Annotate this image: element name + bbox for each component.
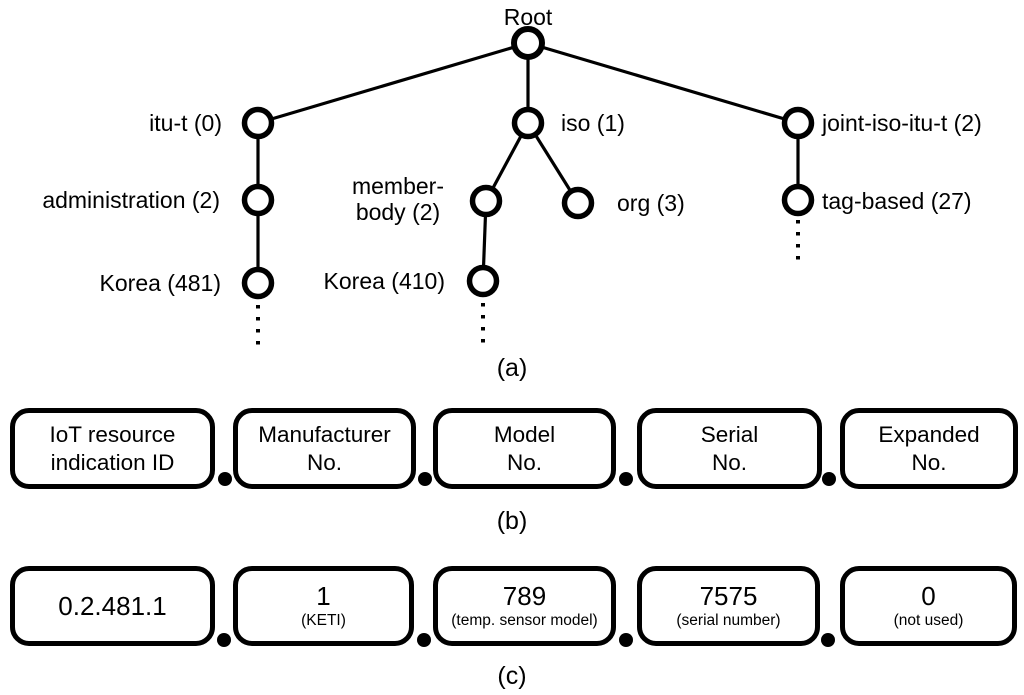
node-label-korea410: Korea (410) xyxy=(324,268,445,294)
field-box-manufacturer-no: Manufacturer No. xyxy=(233,408,416,489)
caption-b: (b) xyxy=(496,507,528,535)
caption-a: (a) xyxy=(496,354,528,382)
field-box-serial-no: Serial No. xyxy=(637,408,822,489)
field-box-line: Model xyxy=(493,421,556,447)
node-label-member-body-line2: body (2) xyxy=(356,199,440,225)
node-korea410 xyxy=(466,264,500,298)
dot-separator xyxy=(218,472,232,486)
node-root xyxy=(511,26,545,60)
value-box-value: 0.2.481.1 xyxy=(58,590,167,621)
tree-node-labels: Root itu-t (0) iso (1) joint-iso-itu-t (… xyxy=(42,4,981,296)
node-member-body xyxy=(469,184,503,218)
value-box-note: (not used) xyxy=(893,611,964,629)
field-box-line: No. xyxy=(911,449,947,475)
dot-separator xyxy=(619,633,633,647)
node-label-root: Root xyxy=(504,4,553,30)
node-label-joint-iso-itu-t: joint-iso-itu-t (2) xyxy=(821,110,982,136)
field-box-line: IoT resource xyxy=(49,421,176,447)
value-box-note: (temp. sensor model) xyxy=(451,611,598,629)
node-label-korea481: Korea (481) xyxy=(100,270,221,296)
node-itu-t xyxy=(241,106,275,140)
node-label-org: org (3) xyxy=(617,190,685,216)
node-label-administration: administration (2) xyxy=(42,187,220,213)
node-administration xyxy=(241,183,275,217)
dot-separator xyxy=(217,633,231,647)
tree-edges xyxy=(256,41,800,283)
node-tag-based xyxy=(781,183,815,217)
field-box-model-no: Model No. xyxy=(433,408,616,489)
value-box-serial: 7575 (serial number) xyxy=(637,566,820,646)
dot-separator xyxy=(418,472,432,486)
value-box-expanded: 0 (not used) xyxy=(840,566,1017,646)
oid-tree-diagram: Root itu-t (0) iso (1) joint-iso-itu-t (… xyxy=(42,4,982,348)
node-org xyxy=(561,186,595,220)
dot-separator xyxy=(619,472,633,486)
tree-continuation-dots xyxy=(256,220,800,348)
value-box-note: (KETI) xyxy=(301,611,346,629)
node-korea481 xyxy=(241,266,275,300)
dot-separator xyxy=(822,472,836,486)
node-joint-iso-itu-t xyxy=(781,106,815,140)
field-box-line: Manufacturer xyxy=(258,421,391,447)
value-box-value: 1 xyxy=(316,580,331,611)
value-box-note: (serial number) xyxy=(676,611,781,629)
field-box-line: Serial xyxy=(700,421,759,447)
value-box-model: 789 (temp. sensor model) xyxy=(433,566,616,646)
value-box-oid: 0.2.481.1 xyxy=(10,566,215,646)
edge-root-joint-iso-itu-t xyxy=(527,41,799,125)
field-box-expanded-no: Expanded No. xyxy=(840,408,1018,489)
value-box-value: 789 xyxy=(502,580,547,611)
field-box-line: No. xyxy=(306,449,342,475)
edge-root-itu-t xyxy=(257,41,529,125)
field-box-iot-resource-id: IoT resource indication ID xyxy=(10,408,215,489)
node-label-tag-based: tag-based (27) xyxy=(822,188,972,214)
tree-nodes xyxy=(241,26,815,300)
node-label-iso: iso (1) xyxy=(561,110,625,136)
value-box-value: 0 xyxy=(921,580,936,611)
field-box-line: Expanded xyxy=(878,421,980,447)
value-box-value: 7575 xyxy=(699,580,758,611)
caption-c: (c) xyxy=(497,662,527,690)
field-box-line: indication ID xyxy=(50,449,175,475)
node-label-member-body-line1: member- xyxy=(352,173,444,199)
field-box-line: No. xyxy=(711,449,747,475)
value-box-manufacturer: 1 (KETI) xyxy=(233,566,414,646)
dot-separator xyxy=(417,633,431,647)
node-label-itu-t: itu-t (0) xyxy=(149,110,222,136)
dot-separator xyxy=(821,633,835,647)
node-iso xyxy=(511,106,545,140)
field-box-line: No. xyxy=(506,449,542,475)
